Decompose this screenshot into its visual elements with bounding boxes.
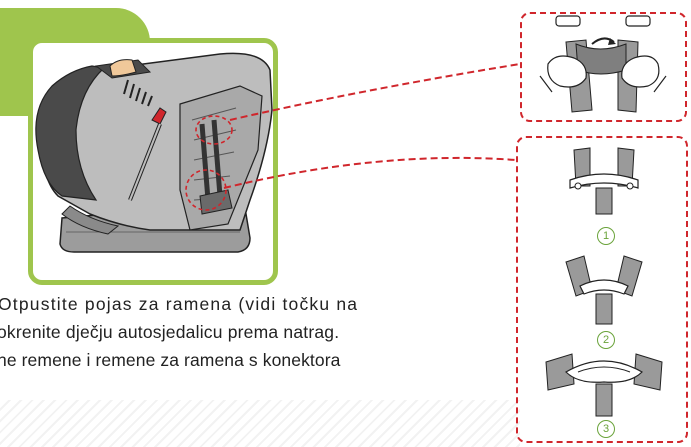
connector-line-top <box>229 63 521 121</box>
instruction-line-1: Otpustite pojas za ramena (vidi točku na <box>0 294 359 314</box>
connector-line-bottom <box>223 156 517 189</box>
step-number-2: 2 <box>597 331 615 349</box>
buckle-step-3-illustration <box>545 353 663 417</box>
hatched-background <box>0 400 520 447</box>
buckle-step-1-illustration <box>569 147 639 215</box>
detail-box-hands <box>520 12 687 122</box>
buckle-step-2-illustration <box>565 255 643 325</box>
detail-box-steps <box>516 136 688 443</box>
instruction-line-3: ne remene i remene za ramena s konektora <box>0 350 341 370</box>
instruction-text: Otpustite pojas za ramena (vidi točku na… <box>0 290 500 374</box>
step-number-3: 3 <box>597 420 615 438</box>
instruction-line-2: okrenite dječju autosjedalicu prema natr… <box>0 322 340 342</box>
car-seat-illustration <box>35 52 273 253</box>
step-number-1: 1 <box>597 227 615 245</box>
hands-releasing-straps-illustration <box>539 15 667 113</box>
